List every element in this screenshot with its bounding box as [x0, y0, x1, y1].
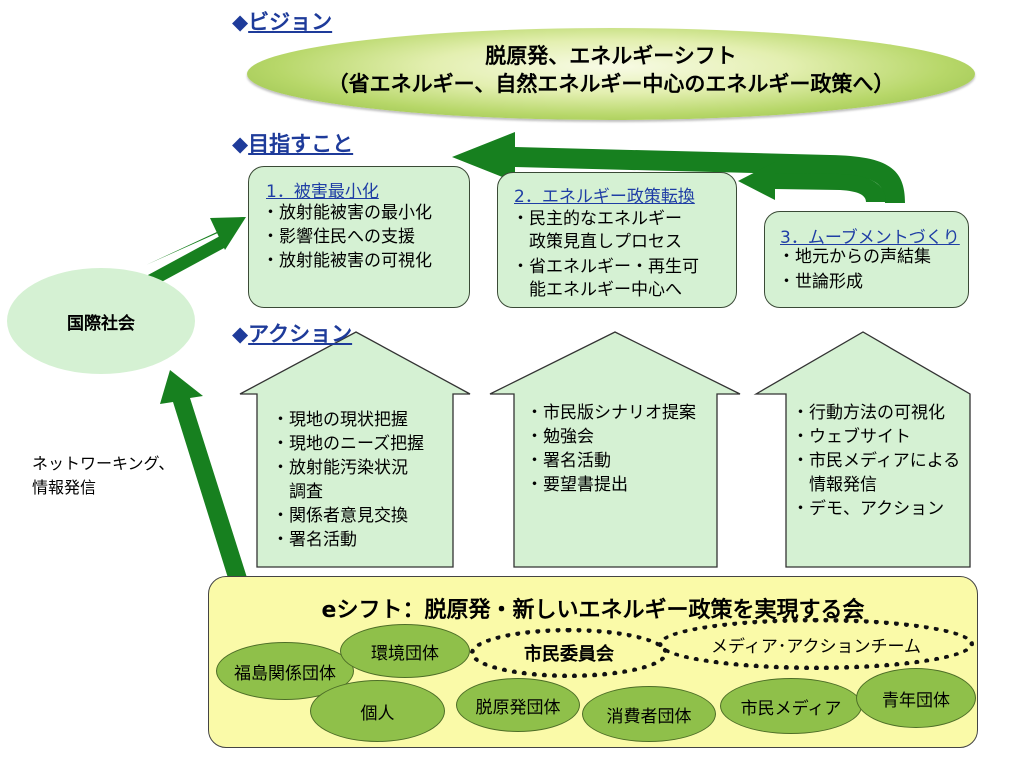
action-item: ・署名活動	[272, 530, 357, 550]
networking-note-line: 情報発信	[32, 478, 97, 497]
action-item: ・デモ、アクション	[792, 499, 945, 519]
group-label: 環境団体	[371, 643, 439, 664]
goal-item: ・民主的なエネルギー	[512, 209, 682, 229]
international-society-oval	[7, 268, 195, 374]
vision-oval	[247, 28, 975, 120]
goal-item: ・世論形成	[778, 272, 863, 292]
action-item: ・現地のニーズ把握	[272, 434, 425, 454]
action-item: ・現地の現状把握	[272, 410, 408, 430]
international-society-label: 国際社会	[67, 314, 135, 334]
goals-heading-text: 目指すこと	[248, 132, 354, 156]
actions-heading-text: アクション	[248, 322, 353, 346]
networking-note: ネットワーキング、 情報発信	[32, 452, 174, 500]
goal-item: ・影響住民への支援	[262, 227, 415, 247]
feedback-arrow-long-body	[452, 132, 905, 203]
goal-title-2: 2．エネルギー政策転換	[514, 187, 695, 207]
goal-item: ・放射能被害の可視化	[262, 251, 432, 271]
action-house-3	[753, 331, 971, 568]
arrow-bottom-to-intl	[160, 370, 256, 610]
group-consumer: 消費者団体	[582, 686, 716, 742]
vision-statement-line1: 脱原発、エネルギーシフト	[485, 44, 737, 68]
citizen-committee-label: 市民委員会	[524, 644, 614, 665]
vision-heading: ◆ビジョン	[232, 6, 332, 36]
diamond-icon: ◆	[232, 322, 249, 346]
action-item: 調査	[272, 482, 323, 502]
action-item: ・勉強会	[526, 427, 594, 447]
group-label: 市民メディア	[740, 698, 842, 719]
media-action-team-oval: メディア･アクションチーム	[658, 618, 974, 670]
goal-box-1	[248, 166, 470, 308]
group-label: 青年団体	[882, 690, 950, 711]
group-citizen-media: 市民メディア	[720, 678, 862, 734]
vision-heading-text: ビジョン	[248, 10, 333, 34]
group-label: 福島関係団体	[234, 663, 336, 684]
goal-item: 能エネルギー中心へ	[512, 280, 682, 300]
group-label: 脱原発団体	[475, 697, 561, 718]
action-item: ・行動方法の可視化	[792, 403, 945, 423]
goal-title-1: 1．被害最小化	[266, 182, 379, 202]
action-item: ・ウェブサイト	[792, 427, 911, 447]
goal-item: 政策見直しプロセス	[512, 232, 682, 252]
goal-box-3	[764, 211, 969, 308]
group-label: 消費者団体	[606, 706, 692, 727]
group-individual: 個人	[310, 680, 445, 742]
diamond-icon: ◆	[232, 132, 249, 156]
action-item: ・要望書提出	[526, 475, 628, 495]
group-environment: 環境団体	[340, 624, 470, 678]
action-item: ・市民メディアによる	[792, 451, 961, 471]
goal-item: ・地元からの声結集	[778, 247, 931, 267]
group-youth: 青年団体	[856, 668, 976, 728]
goals-heading: ◆目指すこと	[232, 128, 353, 158]
goal-item: ・省エネルギー・再生可	[512, 257, 699, 277]
action-house-1	[239, 331, 471, 568]
group-label: 個人	[360, 703, 395, 724]
action-item: ・関係者意見交換	[272, 506, 408, 526]
diamond-icon: ◆	[232, 10, 249, 34]
feedback-arrow-short-body	[738, 162, 886, 202]
action-item: ・市民版シナリオ提案	[526, 403, 696, 423]
goal-box-2	[497, 172, 737, 308]
citizen-committee-oval: 市民委員会	[470, 628, 668, 678]
action-house-2	[489, 331, 741, 568]
action-item: 情報発信	[792, 475, 877, 495]
action-item: ・放射能汚染状況	[272, 458, 408, 478]
goal-title-3: 3．ムーブメントづくり	[780, 228, 960, 248]
action-item: ・署名活動	[526, 451, 611, 471]
group-anti-nuclear: 脱原発団体	[456, 678, 580, 732]
networking-note-line: ネットワーキング、	[32, 454, 175, 473]
goal-item: ・放射能被害の最小化	[262, 203, 432, 223]
actions-heading: ◆アクション	[232, 318, 352, 348]
media-action-team-label: メディア･アクションチーム	[711, 636, 921, 657]
vision-statement-line2: （省エネルギー、自然エネルギー中心のエネルギー政策へ）	[327, 72, 895, 96]
